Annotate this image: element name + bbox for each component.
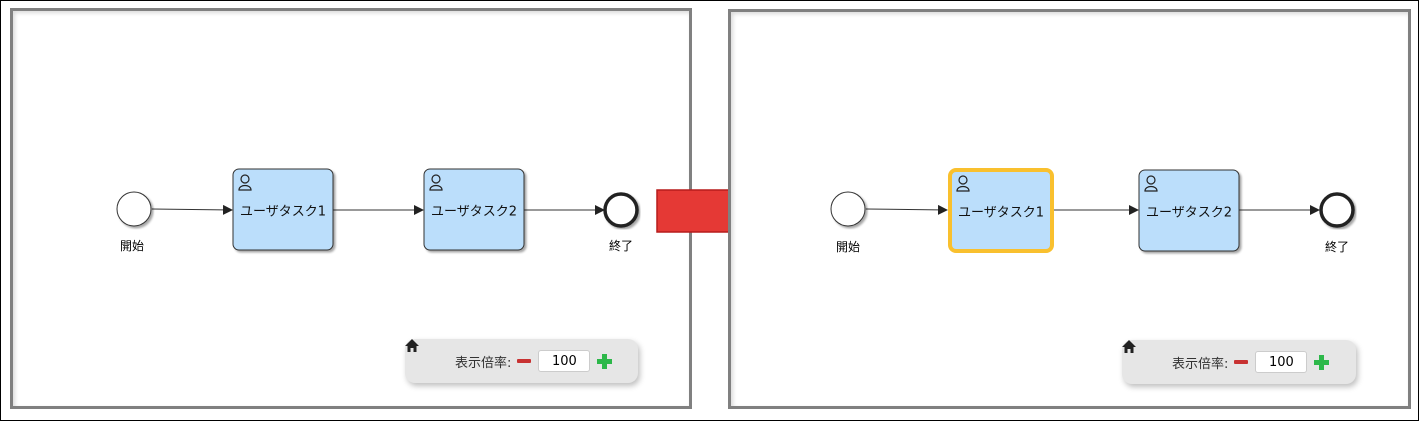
- task-label: ユーザタスク2: [1145, 205, 1233, 221]
- user-task-2[interactable]: [1138, 169, 1240, 252]
- user-icon: [238, 174, 252, 191]
- zoom-label: 表示倍率:: [455, 355, 512, 371]
- user-icon: [1144, 175, 1158, 192]
- user-task-2[interactable]: [423, 168, 525, 251]
- zoom-in-button[interactable]: [597, 353, 613, 369]
- end-event[interactable]: [1319, 192, 1355, 228]
- user-icon: [429, 174, 443, 191]
- start-event[interactable]: [830, 191, 866, 227]
- diagram-canvas-before[interactable]: ユーザタスク1 ユーザタスク2 開始 終了 表示倍率:: [10, 8, 692, 409]
- sequence-flow[interactable]: [865, 204, 948, 215]
- end-event[interactable]: [603, 192, 639, 228]
- zoom-input[interactable]: [538, 350, 591, 372]
- bpmn-diagram: [830, 168, 1355, 253]
- zoom-control: 表示倍率:: [405, 339, 638, 383]
- start-label: 開始: [835, 240, 861, 254]
- zoom-out-button[interactable]: [517, 359, 532, 363]
- user-icon: [956, 175, 970, 192]
- zoom-label: 表示倍率:: [1172, 356, 1229, 372]
- bpmn-diagram: [116, 168, 639, 251]
- start-label: 開始: [119, 239, 145, 253]
- task-label: ユーザタスク2: [430, 204, 518, 220]
- user-task-1[interactable]: [232, 168, 334, 251]
- end-label: 終了: [608, 239, 634, 253]
- zoom-input[interactable]: [1255, 351, 1308, 373]
- user-task-1-selected[interactable]: [948, 168, 1054, 253]
- zoom-in-button[interactable]: [1314, 354, 1330, 370]
- sequence-flow[interactable]: [151, 204, 233, 215]
- task-label: ユーザタスク1: [957, 205, 1045, 221]
- diagram-canvas-after[interactable]: ユーザタスク1 ユーザタスク2 開始 終了 表示倍率:: [728, 9, 1411, 409]
- start-event[interactable]: [116, 191, 152, 227]
- end-label: 終了: [1324, 240, 1350, 254]
- zoom-control: 表示倍率:: [1122, 340, 1356, 384]
- task-label: ユーザタスク1: [239, 204, 327, 220]
- zoom-out-button[interactable]: [1234, 360, 1249, 364]
